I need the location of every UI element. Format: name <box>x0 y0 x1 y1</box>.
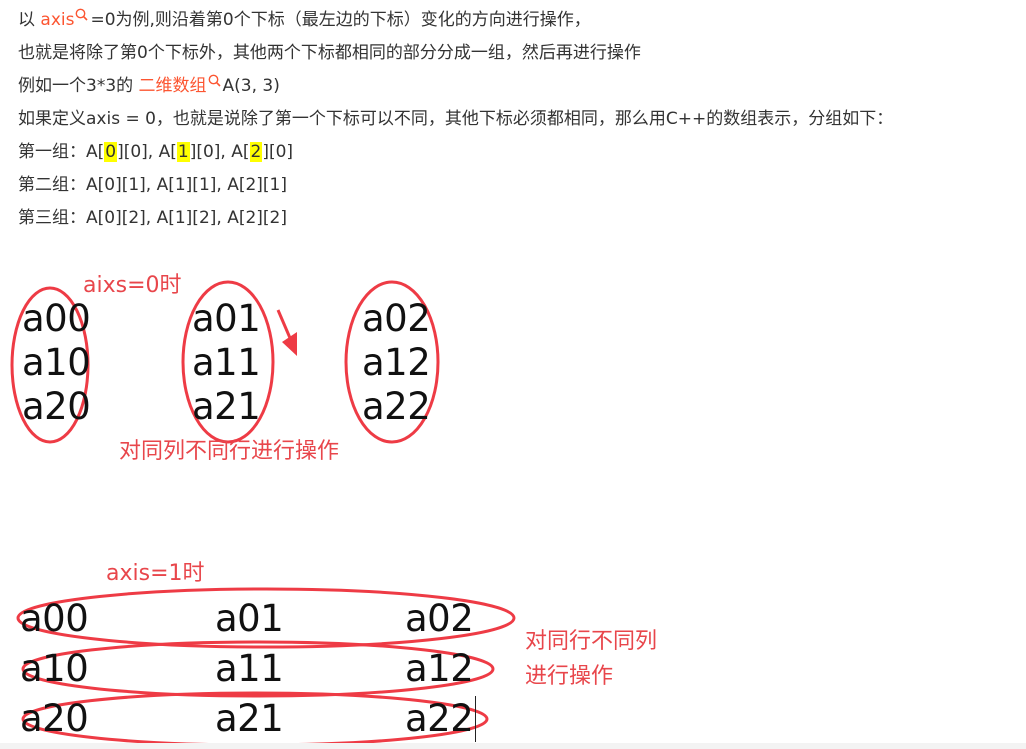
text-segment: ][0], A[ <box>189 142 250 162</box>
arrow-icon <box>276 309 297 356</box>
keyword-text[interactable]: 二维数组 <box>138 76 207 96</box>
keyword-link-2d-array[interactable]: 二维数组 <box>138 74 223 96</box>
bottom-scroll-edge <box>0 743 1026 749</box>
paragraph-line-1: 以 axis =0为例,则沿着第0个下标（最左边的下标）变化的方向进行操作， <box>18 4 1018 37</box>
cell-a12: a12 <box>405 647 474 690</box>
axis0-annotation-strokes <box>10 280 440 444</box>
highlighted-index: 1 <box>176 142 190 162</box>
cell-a20: a20 <box>22 385 91 428</box>
axis1-note-line-2: 进行操作 <box>525 664 614 689</box>
cell-a22: a22 <box>362 385 431 428</box>
text-segment: ][0], A[ <box>117 142 177 162</box>
paragraph-line-4: 如果定义axis = 0，也就是说除了第一个下标可以不同，其他下标必须都相同，那… <box>18 109 894 129</box>
axis0-column-ellipse-0 <box>10 286 90 444</box>
cell-a11: a11 <box>192 341 261 384</box>
text-segment: A(3, 3) <box>222 76 280 96</box>
text-segment: =0为例,则沿着第0个下标（最左边的下标）变化的方向进行操作， <box>90 10 591 30</box>
cell-a01: a01 <box>215 597 284 640</box>
cell-a21: a21 <box>192 385 261 428</box>
axis0-note: 对同列不同行进行操作 <box>119 439 340 464</box>
figure-axis0: aixs=0时 a00 a10 a20 a01 a11 a21 a02 a12 … <box>0 270 1026 475</box>
search-icon[interactable] <box>75 8 89 21</box>
cell-a21: a21 <box>215 697 284 740</box>
cell-a12: a12 <box>362 341 431 384</box>
article-body: 以 axis =0为例,则沿着第0个下标（最左边的下标）变化的方向进行操作， 也就… <box>18 4 1018 235</box>
axis0-label: aixs=0时 <box>83 273 182 298</box>
axis1-label: axis=1时 <box>106 561 205 586</box>
cell-a02: a02 <box>362 297 431 340</box>
axis0-column-ellipse-2 <box>344 280 440 444</box>
cell-a00: a00 <box>20 597 89 640</box>
text-segment: 例如一个3*3的 <box>18 76 139 96</box>
cell-a01: a01 <box>192 297 261 340</box>
text-segment: 第一组：A[ <box>18 142 105 162</box>
axis1-row-ellipse-0 <box>16 587 516 649</box>
text-segment: ][0] <box>262 142 294 162</box>
group-1-line: 第一组：A[0][0], A[1][0], A[2][0] <box>18 136 1018 169</box>
cell-a10: a10 <box>22 341 91 384</box>
search-icon[interactable] <box>208 74 221 87</box>
highlighted-index: 2 <box>249 142 263 162</box>
axis1-note-line-1: 对同行不同列 <box>525 629 658 654</box>
keyword-text[interactable]: axis <box>40 10 75 30</box>
highlighted-index: 0 <box>104 142 118 162</box>
cell-a02: a02 <box>405 597 474 640</box>
paragraph-line-2: 也就是将除了第0个下标外，其他两个下标都相同的部分分成一组，然后再进行操作 <box>18 43 641 63</box>
paragraph-line-3: 例如一个3*3的 二维数组 A(3, 3) <box>18 70 1018 103</box>
group-2-line: 第二组：A[0][1], A[1][1], A[2][1] <box>18 175 287 195</box>
cell-a20: a20 <box>20 697 89 740</box>
cell-a22: a22 <box>405 697 474 740</box>
cell-a10: a10 <box>20 647 89 690</box>
cell-a00: a00 <box>22 297 91 340</box>
keyword-link-axis[interactable]: axis <box>40 8 90 30</box>
axis1-row-ellipse-1 <box>21 640 495 698</box>
group-3-line: 第三组：A[0][2], A[1][2], A[2][2] <box>18 208 287 228</box>
axis0-column-ellipse-1 <box>181 280 275 444</box>
text-segment: 以 <box>18 10 41 30</box>
cell-a11: a11 <box>215 647 284 690</box>
text-cursor <box>475 696 476 742</box>
figure-axis1: axis=1时 a00 a01 a02 a10 a11 a12 a20 a21 … <box>0 555 1026 749</box>
